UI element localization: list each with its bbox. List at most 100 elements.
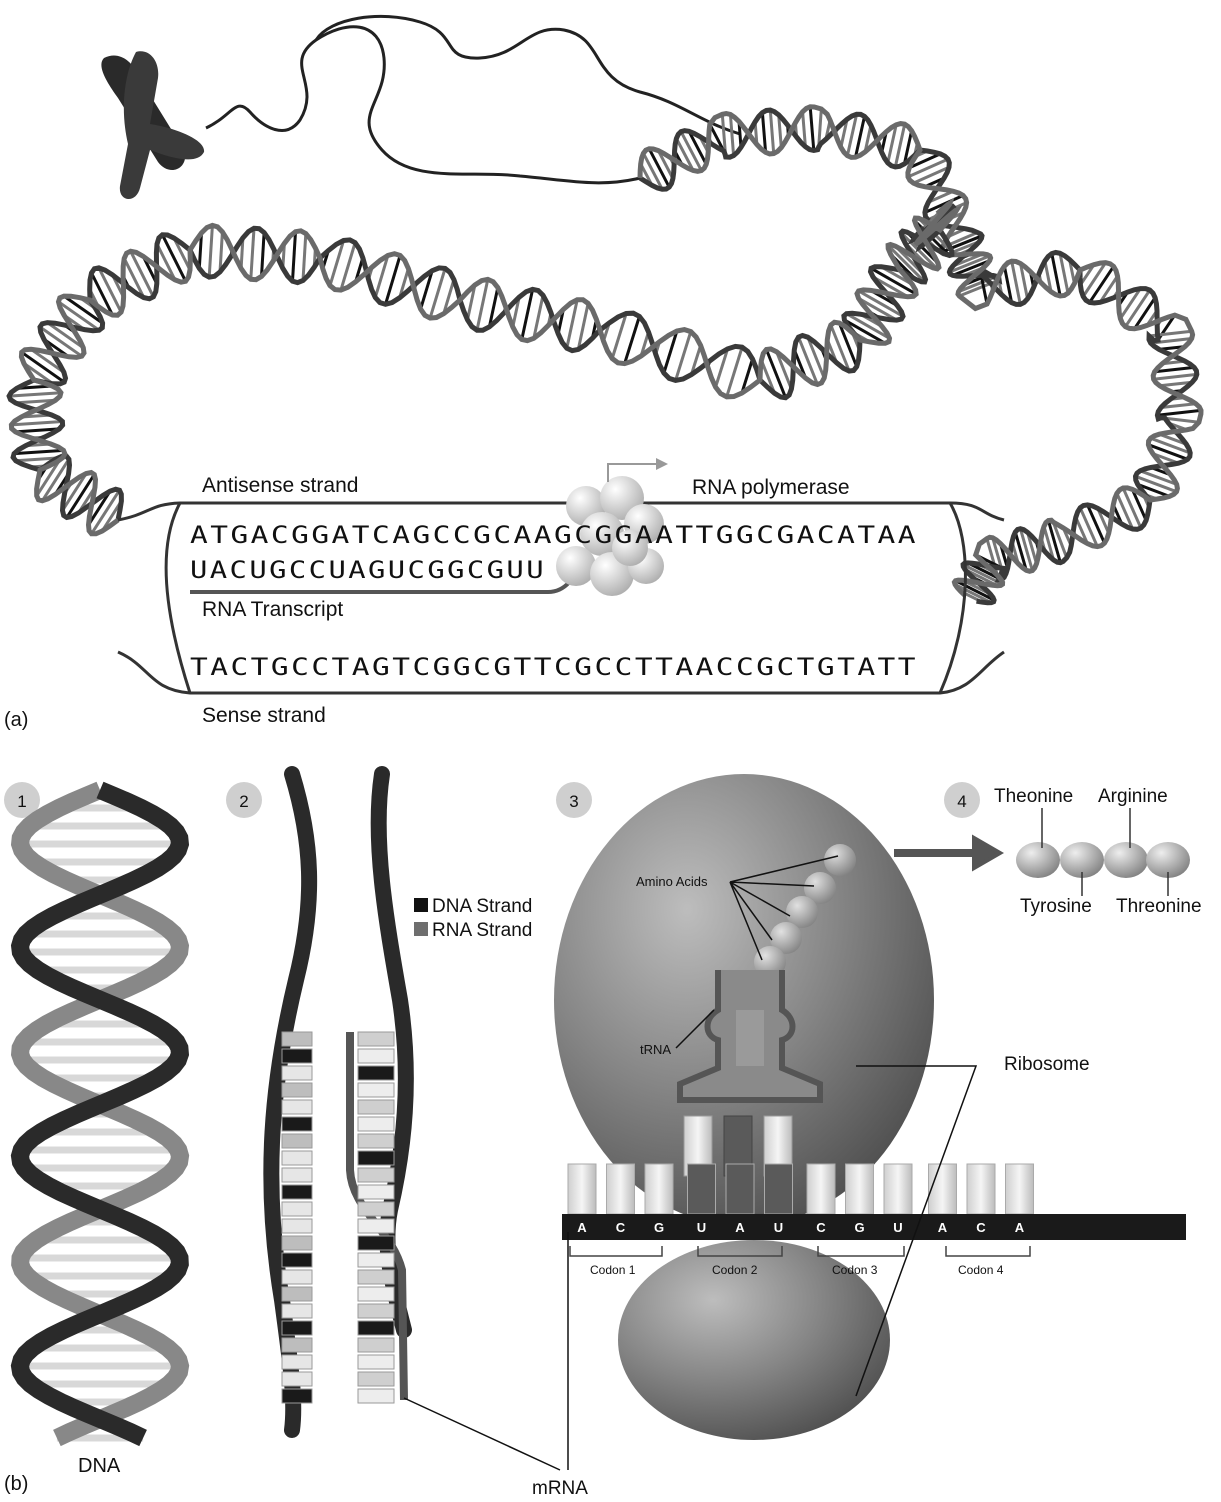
base-pair-rung xyxy=(1052,254,1060,296)
base-block xyxy=(282,1253,312,1267)
base-block xyxy=(358,1049,394,1063)
base-block xyxy=(282,1134,312,1148)
base-block xyxy=(282,1321,312,1335)
codon-2-label: Codon 2 xyxy=(712,1263,758,1277)
base-pair-rung xyxy=(293,232,296,281)
mrna-base-letter: G xyxy=(654,1220,664,1235)
chromosome-icon xyxy=(101,51,204,199)
base-pair-rung xyxy=(477,279,488,330)
base-block xyxy=(282,1202,312,1216)
base-pair-rung xyxy=(770,110,773,153)
base-block xyxy=(282,1049,312,1063)
base-block xyxy=(358,1100,394,1114)
base-pair-rung xyxy=(676,332,691,381)
step-badge-2: 2 xyxy=(226,782,262,818)
ribosome-label: Ribosome xyxy=(1004,1054,1090,1075)
base-block xyxy=(358,1253,394,1267)
base-block xyxy=(358,1083,394,1097)
base-block xyxy=(358,1321,394,1335)
amino-acids-label: Amino Acids xyxy=(636,874,708,889)
base-block xyxy=(358,1372,394,1386)
base-block xyxy=(282,1338,312,1352)
base-block xyxy=(282,1389,312,1403)
base-pair-rung xyxy=(1125,290,1149,327)
panel-a: (a) Antisense strand RNA polymerase ATGA… xyxy=(4,16,1201,731)
chromatin-thread xyxy=(206,27,640,183)
svg-text:1: 1 xyxy=(17,792,26,811)
codon-tube xyxy=(765,1164,793,1214)
mrna-base-letter: U xyxy=(774,1220,783,1235)
trna-label: tRNA xyxy=(640,1042,671,1057)
codon-3-label: Codon 3 xyxy=(832,1263,878,1277)
mrna-base-letter: G xyxy=(854,1220,864,1235)
base-block xyxy=(282,1168,312,1182)
chromatin-thread-upper xyxy=(316,16,740,134)
codon-tube xyxy=(688,1164,716,1214)
dna-label: DNA xyxy=(78,1455,121,1477)
base-pair-rung xyxy=(1012,261,1021,304)
base-block xyxy=(282,1151,312,1165)
legend-label-rna: RNA Strand xyxy=(432,920,532,941)
base-stack-left xyxy=(282,1032,312,1403)
base-pair-rung xyxy=(727,347,742,397)
base-block xyxy=(282,1117,312,1131)
codon-tube xyxy=(929,1164,957,1214)
panel-a-tag: (a) xyxy=(4,709,28,731)
protein-label-tyrosine: Tyrosine xyxy=(1020,896,1092,917)
base-block xyxy=(358,1219,394,1233)
base-pair-rung xyxy=(262,233,265,277)
codon-tube xyxy=(967,1164,995,1214)
protein-chain xyxy=(1016,808,1190,896)
panel-b-tag: (b) xyxy=(4,1473,28,1495)
base-block xyxy=(282,1219,312,1233)
base-block xyxy=(282,1185,312,1199)
codon-4-label: Codon 4 xyxy=(958,1263,1004,1277)
step-badge-3: 3 xyxy=(556,782,592,818)
base-block xyxy=(358,1032,394,1046)
base-block xyxy=(358,1202,394,1216)
mrna-base-letter: C xyxy=(816,1220,826,1235)
base-block xyxy=(358,1117,394,1131)
protein-label-theonine: Theonine xyxy=(994,786,1073,807)
base-block xyxy=(358,1389,394,1403)
base-block xyxy=(282,1270,312,1284)
helix-backbone xyxy=(9,207,953,520)
codon-tube xyxy=(884,1164,912,1214)
rna-sequence: UACUGCCUAGUCGGCGUU xyxy=(190,556,546,584)
antisense-sequence: ATGACGGATCAGCCGCAAGCGGAATTGGCGACATAA xyxy=(190,521,918,549)
codon-tube xyxy=(607,1164,635,1214)
svg-text:2: 2 xyxy=(239,792,248,811)
base-pair-rung xyxy=(11,422,62,425)
base-block xyxy=(358,1151,394,1165)
base-block xyxy=(358,1066,394,1080)
base-pair-rung xyxy=(251,228,254,279)
dna-double-helix xyxy=(20,790,180,1438)
legend-swatch-dna xyxy=(414,898,428,912)
rna-transcript-label: RNA Transcript xyxy=(202,598,343,621)
base-pair-rung xyxy=(303,234,306,281)
base-pair-rung xyxy=(762,113,765,153)
sense-sequence: TACTGCCTAGTCGGCGTTCGCCTTAACCGCTGTATT xyxy=(190,653,918,681)
bubble-side-right xyxy=(940,503,965,693)
codon-tube xyxy=(726,1164,754,1214)
base-block xyxy=(358,1287,394,1301)
svg-text:4: 4 xyxy=(957,792,966,811)
base-block xyxy=(282,1372,312,1386)
base-block xyxy=(282,1287,312,1301)
mrna-base-letter: U xyxy=(697,1220,706,1235)
svg-text:3: 3 xyxy=(569,792,578,811)
base-block xyxy=(358,1236,394,1250)
mrna-base-letter: C xyxy=(616,1220,626,1235)
base-pair-rung xyxy=(1154,374,1197,379)
base-block xyxy=(358,1338,394,1352)
bubble-side-left xyxy=(166,503,190,693)
mrna-base-letter: U xyxy=(893,1220,902,1235)
protein-label-arginine: Arginine xyxy=(1098,786,1168,807)
base-block xyxy=(358,1185,394,1199)
codon-tube xyxy=(1006,1164,1034,1214)
base-pair-rung xyxy=(9,393,61,396)
unzipped-dna xyxy=(271,774,406,1430)
base-block xyxy=(358,1355,394,1369)
rna-polymerase-label: RNA polymerase xyxy=(692,476,850,499)
